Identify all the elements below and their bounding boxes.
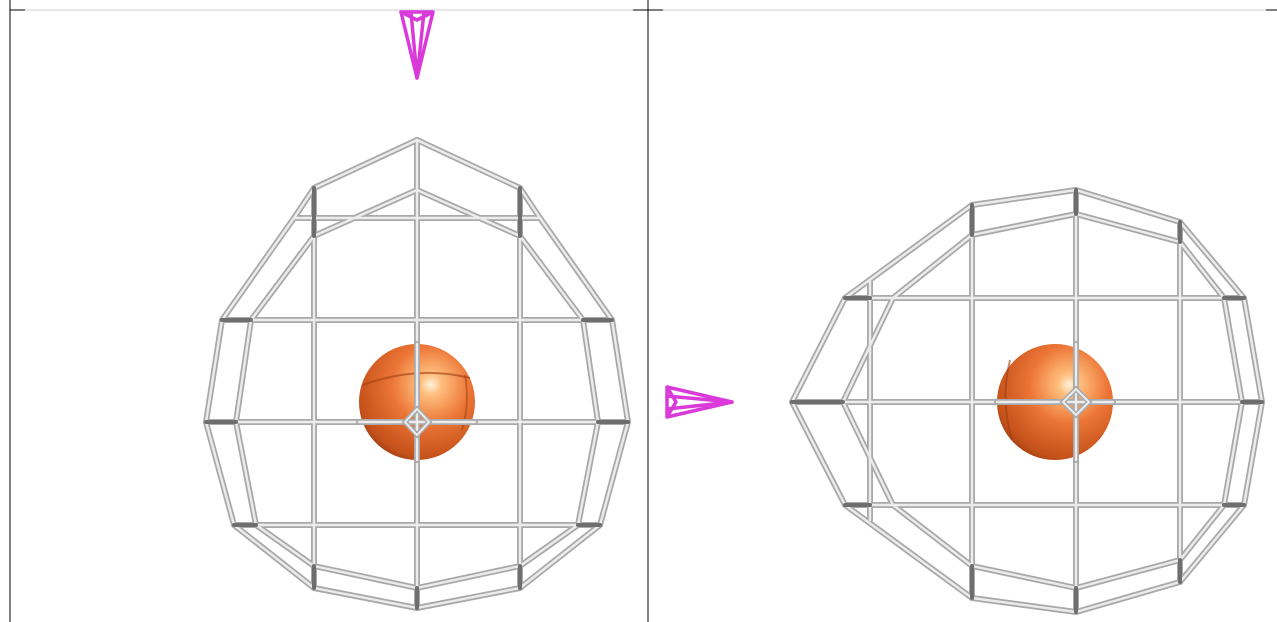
right-panel [667,190,1262,612]
panel-borders [10,0,1277,622]
cone-pointer-icon [401,12,433,78]
left-panel [206,12,628,608]
cone-pointer-icon [667,387,732,417]
